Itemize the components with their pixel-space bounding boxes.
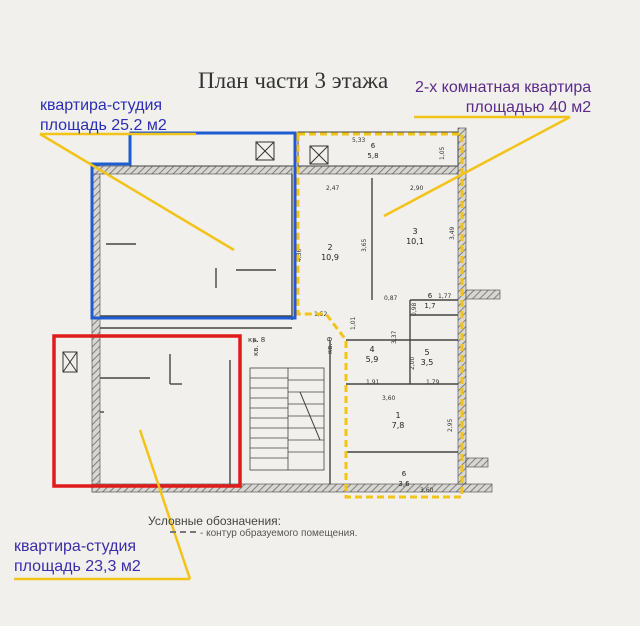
dimension-label: 2,95	[447, 418, 454, 432]
dimension-label: 2,47	[326, 185, 340, 192]
dimension-label: 3,60	[420, 487, 434, 494]
room-5-number: 5	[424, 348, 429, 357]
studio-top-outline	[90, 131, 297, 320]
apartment-label-7: кв. 7	[252, 339, 260, 356]
dimension-label: 1,05	[439, 146, 446, 160]
apartment-label-9: кв. 9	[326, 337, 334, 354]
room-1-area: 7,8	[392, 421, 405, 430]
dimension-label: 0,87	[384, 295, 398, 302]
staircase	[249, 367, 325, 471]
room-2-area: 10,9	[321, 253, 339, 262]
dimension-label: 1,77	[438, 293, 452, 300]
room-6a-area: 5,8	[367, 152, 378, 160]
room-1-number: 1	[395, 411, 400, 420]
room-6b-area: 1,7	[424, 302, 435, 310]
legend-dash-symbol	[170, 531, 196, 533]
callout-studio-top: квартира-студия площадь 25.2 м2	[40, 97, 167, 134]
plan-title: План части 3 этажа	[198, 68, 389, 93]
dimension-label: 3,60	[382, 395, 396, 402]
room-labels: 2 10,9 3 10,1 6 5,8 6 1,7 4 5,9 5 3,5 1 …	[321, 142, 435, 488]
room-3-number: 3	[412, 227, 417, 236]
apartment-label-8: кв. 8	[248, 336, 265, 344]
studio-bottom-outline	[52, 334, 242, 488]
dimension-label: 1,91	[366, 379, 380, 386]
dimension-label: 2,00	[409, 356, 416, 370]
legend-description: - контур образуемого помещения.	[200, 528, 358, 539]
two-room-outline	[296, 132, 464, 499]
dimension-label: 2,90	[410, 185, 424, 192]
interior-partitions	[100, 174, 458, 484]
callout-leaders	[14, 115, 571, 581]
room-6c-number: 6	[402, 470, 407, 478]
room-6b-number: 6	[428, 292, 433, 300]
dimension-label: 1,79	[426, 379, 440, 386]
callout-studio-bottom: квартира-студия площадь 23,3 м2	[14, 538, 141, 575]
apartment-outlines	[52, 131, 464, 499]
dimension-label: 1,01	[350, 316, 357, 330]
room-6c-area: 3,6	[398, 480, 410, 488]
vent-shafts	[62, 141, 329, 373]
dimension-label: 0,98	[411, 302, 418, 316]
room-4-area: 5,9	[366, 355, 379, 364]
legend-title: Условные обозначения:	[148, 514, 281, 528]
dimension-label: 3,37	[391, 330, 398, 344]
dimension-label: 5,33	[352, 137, 366, 144]
room-2-number: 2	[327, 243, 332, 252]
dimension-label: 3,65	[361, 238, 368, 252]
room-5-area: 3,5	[421, 358, 434, 367]
apartment-labels: кв. 8 кв. 7 кв. 9	[248, 336, 334, 356]
room-6a-number: 6	[371, 142, 376, 150]
room-3-area: 10,1	[406, 237, 424, 246]
callout-two-room: 2-х комнатная квартира площадью 40 м2	[415, 79, 592, 116]
dimension-label: 3,49	[449, 226, 456, 240]
room-4-number: 4	[369, 345, 374, 354]
